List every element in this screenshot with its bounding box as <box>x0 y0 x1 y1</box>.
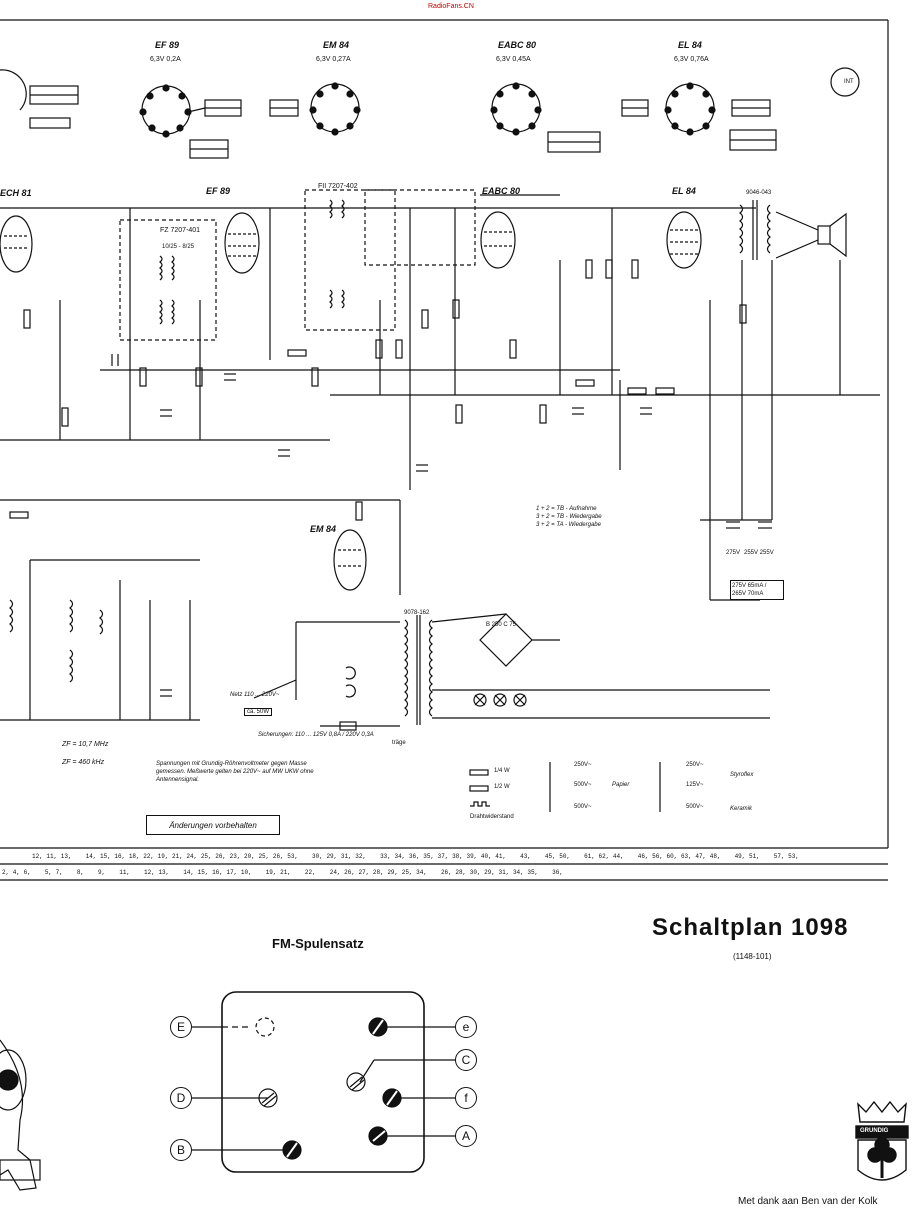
mains-voltage-label: Netz 110 ... 220V~ <box>230 692 280 698</box>
position-row-1: 12, 11, 13, 14, 15, 16, 18, 22, 19, 21, 2… <box>32 853 813 860</box>
fm-pin-C: C <box>455 1049 477 1071</box>
int-mark: INT <box>844 79 854 85</box>
position-group: 14, 15, 16, 17, 10, <box>183 869 252 876</box>
resistor-wire: Drahtwiderstand <box>470 814 514 820</box>
tube-el84-heater: 6,3V 0,76A <box>674 56 709 63</box>
freq-am: ZF = 460 kHz <box>62 759 105 766</box>
output-transformer-label: 9046-043 <box>746 190 772 196</box>
papier-v1: 250V~ <box>574 762 592 768</box>
position-group: 33, 34, 36, 35, 37, 38, 39, 40, 41, <box>380 853 507 860</box>
fz-coil-label: FZ 7207-401 <box>160 227 201 234</box>
ech81-label: ECH 81 <box>0 188 32 198</box>
styroflex-v2: 125V~ <box>686 782 704 788</box>
eabc80-schem-label: EABC 80 <box>482 186 521 196</box>
credit-line: Met dank aan Ben van der Kolk <box>738 1196 878 1207</box>
position-group: 30, 29, 31, 32, <box>312 853 367 860</box>
position-group: 9, <box>98 869 106 876</box>
styroflex-label: Styroflex <box>730 772 754 778</box>
measurement-note: Spannungen mit Grundig-Röhrenvoltmeter g… <box>156 761 314 783</box>
position-group: 24, 26, 27, 28, 29, 25, 34, <box>329 869 427 876</box>
fm-pin-B: B <box>170 1139 192 1161</box>
base-em84 <box>269 82 361 136</box>
changes-note: Änderungen vorbehalten <box>146 815 280 835</box>
fm-pin-A: A <box>455 1125 477 1147</box>
grundig-logo-shape <box>855 1100 909 1181</box>
supply-right: 255V 255V <box>744 550 774 556</box>
keramik-label: Keramik <box>730 806 753 812</box>
freq-fm: ZF = 10,7 MHz <box>62 741 109 748</box>
supply-box: 275V 65mA / 265V 70mA <box>730 580 784 600</box>
em84-schem-label: EM 84 <box>310 524 337 534</box>
papier-v3: 500V~ <box>574 804 592 810</box>
position-group: 11, <box>119 869 131 876</box>
base-ef89 <box>139 84 242 159</box>
tube-ef89-heater: 6,3V 0,2A <box>150 56 181 63</box>
watermark: RadioFans.CN <box>428 3 474 10</box>
keramik-v: 500V~ <box>686 804 704 810</box>
fm-pin-e: e <box>455 1016 477 1038</box>
grundig-logo-text: GRUNDIG <box>860 1128 889 1134</box>
position-group: 5, 7, <box>44 869 63 876</box>
position-group: 2, 4, 6, <box>2 869 31 876</box>
styroflex-v1: 250V~ <box>686 762 704 768</box>
position-group: 19, 21, <box>265 869 291 876</box>
fm-pin-f: f <box>455 1087 477 1109</box>
el84-schem-label: EL 84 <box>672 186 696 196</box>
position-group: 49, 51, <box>734 853 760 860</box>
tube-eabc80-label: EABC 80 <box>498 40 537 50</box>
position-group: 22, <box>304 869 316 876</box>
tube-el84-label: EL 84 <box>678 40 702 50</box>
mains-transformer-label: 9078-162 <box>404 610 430 616</box>
supply-left: 275V <box>726 550 741 556</box>
position-group: 26, 28, 30, 29, 31, 34, 35, <box>440 869 539 876</box>
resistor-quarter: 1/4 W <box>494 768 510 774</box>
slow-blow-label: träge <box>392 740 406 746</box>
fm-pin-E: E <box>170 1016 192 1038</box>
tube-em84-heater: 6,3V 0,27A <box>316 56 351 63</box>
position-group: 12, 13, <box>144 869 170 876</box>
papier-v2: 500V~ <box>574 782 592 788</box>
position-group: 8, <box>76 869 85 876</box>
position-row-2: 2, 4, 6, 5, 7, 8, 9, 11, 12, 13, 14, 15, 16, 1… <box>2 869 577 876</box>
fm-coil-title: FM-Spulensatz <box>272 936 364 951</box>
resistor-half: 1/2 W <box>494 784 510 790</box>
position-group: 14, 15, 16, 18, 22, 19, 21, 24, 25, 26, … <box>85 853 299 860</box>
tube-em84-label: EM 84 <box>323 40 350 50</box>
base-el84 <box>621 82 777 151</box>
fuse-label: Sicherungen: 110 ... 125V 0,8A / 220V 0,… <box>258 732 374 738</box>
rectifier-label: B 250 C 75 <box>486 622 517 628</box>
switch-legend-3: 3 + 2 = TA - Wiedergabe <box>536 522 601 528</box>
ef89-schem-label: EF 89 <box>206 186 231 196</box>
position-group: 12, 11, 13, <box>32 853 72 860</box>
position-group: 45, 50, <box>544 853 571 860</box>
fz-coil-ratio: 10/25 - 8/25 <box>162 244 195 250</box>
page-title-sub: (1148-101) <box>733 952 772 961</box>
position-group: 46, 56, 60, 63, 47, 48, <box>637 853 721 860</box>
switch-legend-1: 1 + 2 = TB - Aufnahme <box>536 506 597 512</box>
position-group: 43, <box>520 853 531 860</box>
base-eabc80 <box>490 82 601 153</box>
fm-pin-D: D <box>170 1087 192 1109</box>
tube-eabc80-heater: 6,3V 0,45A <box>496 56 531 63</box>
power-rating: ca. 50W <box>244 708 273 716</box>
position-group: 57, 53, <box>773 853 799 860</box>
switch-legend-2: 3 + 2 = TB - Wiedergabe <box>536 514 602 520</box>
position-group: 61, 62, 44, <box>584 853 624 860</box>
tube-ef89-label: EF 89 <box>155 40 180 50</box>
base-left-partial <box>0 69 79 129</box>
fii-coil-label: FII 7207-402 <box>318 183 358 190</box>
papier-label: Papier <box>612 782 630 788</box>
page-title: Schaltplan 1098 <box>652 914 849 941</box>
position-group: 36, <box>552 869 563 876</box>
